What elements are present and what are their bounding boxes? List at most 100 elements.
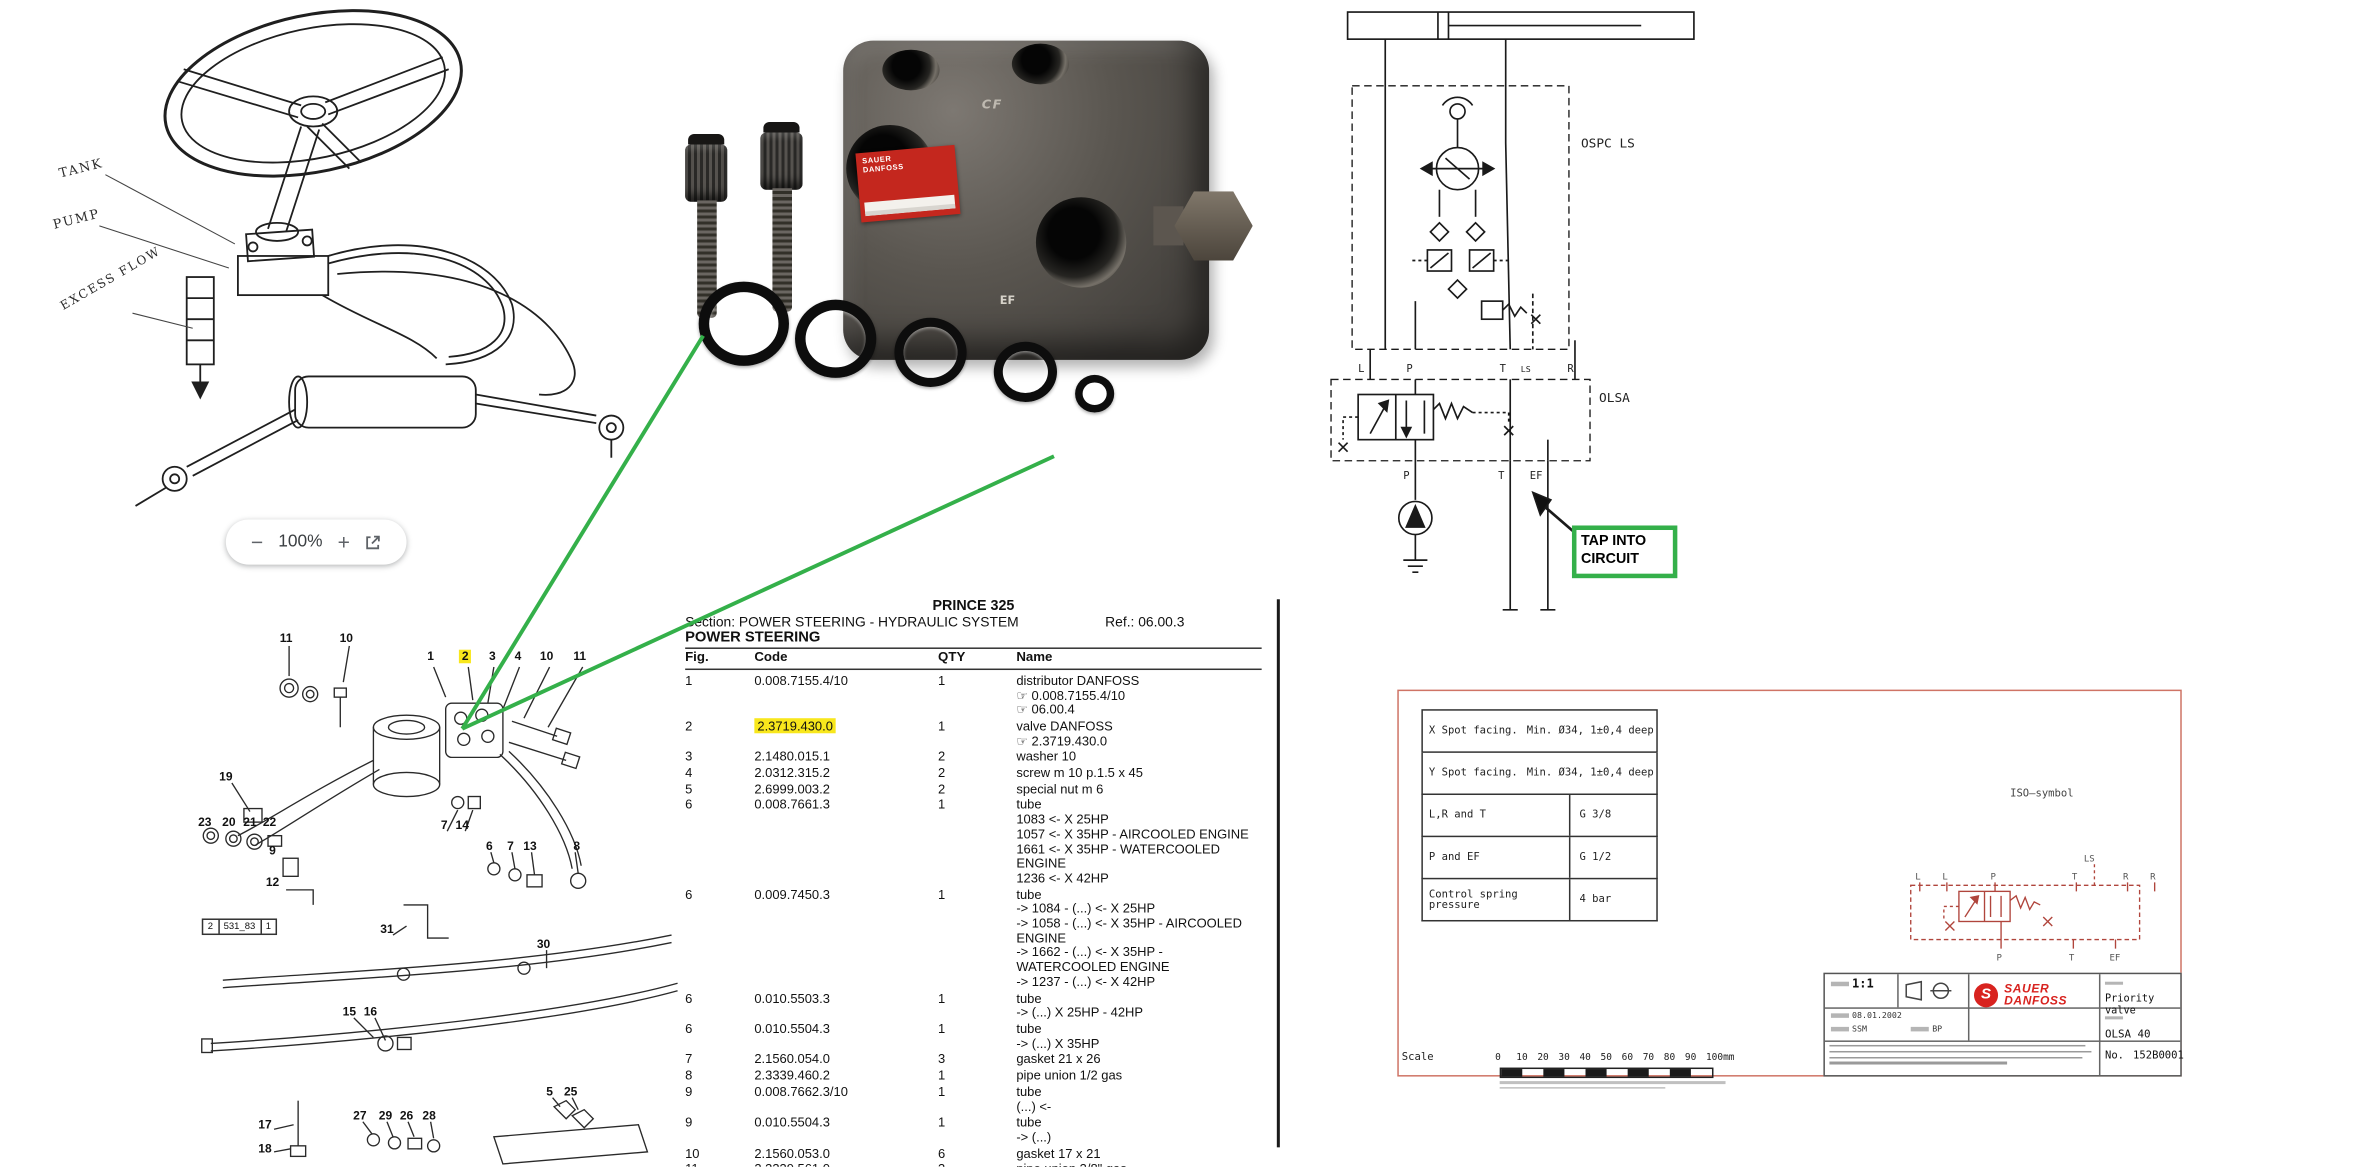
ef-port-mark: EF	[999, 293, 1016, 308]
part-number: 6	[485, 839, 493, 853]
table-header-row: Fig. Code QTY Name	[685, 649, 1262, 667]
part-number: 8	[573, 839, 581, 853]
part-number: 7	[507, 839, 514, 853]
part-number: 26	[399, 1108, 414, 1123]
microtext-line	[1499, 1086, 1666, 1089]
valve-block-photo: SAUER DANFOSS CF EF	[843, 40, 1253, 360]
drawing-designation: Priority valve	[2104, 977, 2177, 1016]
iso-port: R	[2123, 872, 2129, 882]
legal-fine-print	[1829, 1044, 2094, 1068]
port-letter-R: R	[1567, 363, 1574, 375]
part-number: 5	[546, 1084, 553, 1099]
spec-value: 4 bar	[1579, 892, 1612, 905]
part-number: 10	[339, 631, 354, 646]
spec-row: P and EF G 1/2	[1421, 837, 1658, 880]
brand-emblem-icon: S	[1973, 983, 1999, 1008]
frame-label-cell: 531_83	[217, 919, 260, 934]
drawing-number: No. 152B0001	[2104, 1049, 2184, 1062]
part-number: 30	[536, 937, 551, 951]
part-number: 1	[427, 649, 434, 664]
bolt-photo	[759, 121, 804, 312]
port-letter-LS: LS	[1521, 364, 1531, 374]
part-number: 20	[222, 815, 236, 829]
frame-label-cell: 1	[259, 919, 276, 934]
part-number: 11	[279, 631, 293, 646]
iso-port: EF	[2109, 954, 2120, 964]
drawing-frame-label: 2 531_83 1	[201, 918, 278, 936]
olsa-label: OLSA	[1599, 391, 1630, 406]
o-ring	[698, 281, 789, 366]
part-number: 9	[269, 843, 276, 858]
scale-tick: 100mm	[1705, 1052, 1735, 1064]
casting-mark: CF	[981, 97, 1003, 113]
scale-tick: 0	[1495, 1052, 1501, 1064]
reference-number: Ref.: 06.00.3	[1105, 613, 1185, 629]
port-letter-P: P	[1406, 363, 1412, 375]
o-ring	[993, 341, 1058, 403]
part-number: 29	[378, 1108, 393, 1123]
column-header-qty: QTY	[938, 649, 966, 665]
spec-label: X Spot facing.	[1428, 724, 1518, 737]
spec-row: X Spot facing. Min. Ø34, 1±0,4 deep	[1421, 709, 1658, 753]
bolt-photo	[684, 134, 729, 318]
part-number: 22	[262, 815, 277, 829]
spec-value: G 3/8	[1579, 808, 1612, 821]
iso-port: L	[1942, 872, 1948, 882]
scale-tick: 50	[1600, 1052, 1612, 1064]
column-header-fig: Fig.	[685, 649, 709, 665]
scale-tick: 60	[1621, 1052, 1634, 1064]
iso-symbol-drawing: LS L L P T R R P T EF	[1910, 854, 2156, 964]
iso-port: R	[2150, 872, 2156, 882]
spec-row: Control spring pressure 4 bar	[1421, 879, 1658, 922]
drawing-date: 08.01.2002	[1830, 1012, 1902, 1021]
part-number: 25	[563, 1084, 578, 1099]
title-block: 1:1 08.01.2002 SSM BP S SAUER DANFOSS	[1823, 972, 2184, 1077]
spec-label: Control spring pressure	[1423, 879, 1571, 920]
valve-top-port	[1011, 43, 1070, 85]
ospc-label: OSPC LS	[1581, 137, 1635, 152]
scale-tick: 30	[1558, 1052, 1570, 1064]
zoom-out-button[interactable]: −	[250, 530, 264, 555]
iso-port: L	[1915, 872, 1921, 882]
part-number: 18	[258, 1142, 272, 1156]
section-divider-line	[1276, 599, 1280, 1148]
part-number: 10	[539, 649, 554, 664]
zoom-in-button[interactable]: +	[337, 530, 350, 555]
open-in-new-icon[interactable]	[365, 534, 382, 551]
frame-label-cell: 2	[207, 921, 214, 933]
part-number: 16	[363, 1005, 378, 1019]
drawing-type: OLSA 40	[2104, 1012, 2177, 1040]
iso-port: P	[1991, 872, 1997, 882]
exploded-line-art	[201, 645, 678, 1165]
iso-port: T	[2072, 872, 2078, 882]
part-number: 11	[573, 649, 587, 664]
bottom-port-EF: EF	[1530, 470, 1543, 482]
part-number: 31	[380, 922, 394, 936]
part-number: 17	[258, 1117, 272, 1132]
bottom-port-P: P	[1403, 470, 1409, 482]
zoom-toolbar: − 100% +	[225, 519, 407, 565]
part-number: 7	[440, 818, 448, 832]
brand-line1: SAUER	[2004, 981, 2050, 996]
product-label: SAUER DANFOSS	[855, 144, 961, 223]
o-ring	[1075, 374, 1115, 413]
o-ring	[894, 317, 967, 387]
bottom-port-T: T	[1498, 470, 1505, 482]
spec-value: Min. Ø34, 1±0,4 deep	[1526, 766, 1654, 779]
pump-label: PUMP	[52, 207, 102, 233]
spec-value: Min. Ø34, 1±0,4 deep	[1526, 724, 1654, 737]
section-heading: Section: POWER STEERING - HYDRAULIC SYST…	[685, 613, 1019, 629]
page-title: PRINCE 325	[932, 599, 1015, 615]
zoom-level: 100%	[278, 533, 323, 552]
part-number: 23	[198, 815, 212, 829]
